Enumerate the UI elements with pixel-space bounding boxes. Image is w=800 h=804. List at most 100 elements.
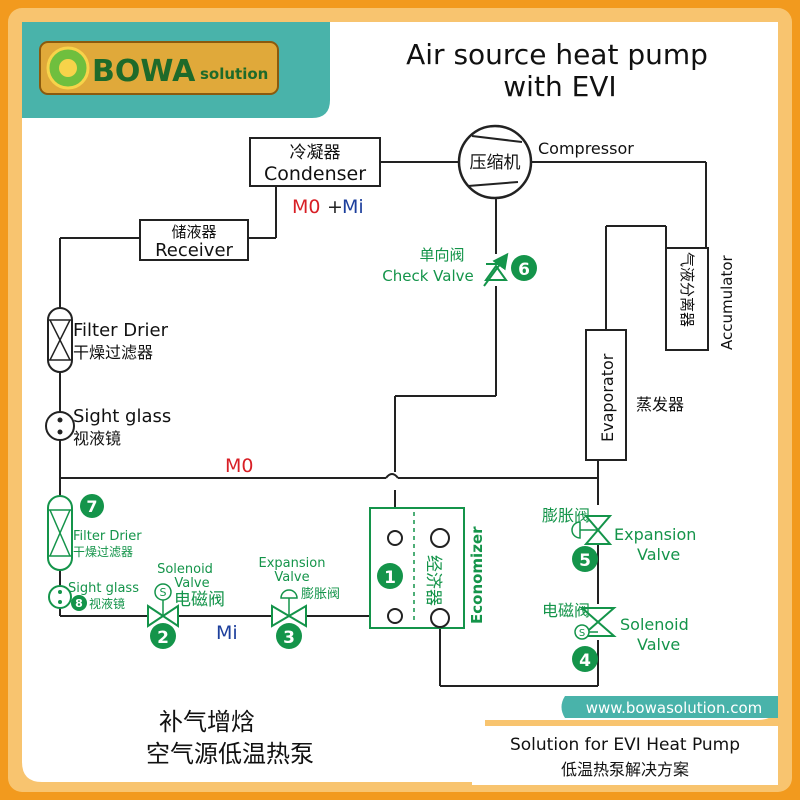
logo-text: BOWA bbox=[92, 54, 196, 89]
check-valve-icon bbox=[484, 264, 508, 281]
badge-8 bbox=[71, 595, 87, 611]
expansion-branch-valve-icon bbox=[271, 604, 307, 628]
solenoid-branch-cn: 电磁阀 bbox=[174, 590, 225, 610]
sight-glass-branch-dot-b bbox=[58, 600, 62, 604]
website-band bbox=[561, 696, 778, 718]
check-valve-cn: 单向阀 bbox=[419, 246, 464, 264]
accumulator-cn: 气液分离器 bbox=[678, 252, 696, 327]
evaporator-cn: 蒸发器 bbox=[636, 395, 684, 414]
solenoid-branch-en2: Valve bbox=[174, 576, 209, 591]
m0-plus-mi-mi: Mi bbox=[342, 196, 364, 218]
compressor-en: Compressor bbox=[538, 139, 634, 158]
badge-8-number: 8 bbox=[75, 597, 83, 610]
m0-plus-mi-plus: + bbox=[327, 196, 343, 218]
check-valve-en: Check Valve bbox=[382, 267, 473, 285]
economizer-port-bottom-left bbox=[387, 608, 403, 624]
solenoid-main-coil-letter: S bbox=[579, 628, 585, 639]
filter-drier-main-cn: 干燥过滤器 bbox=[73, 343, 153, 362]
website-url: www.bowasolution.com bbox=[586, 699, 763, 717]
title-line-2: with EVI bbox=[503, 70, 616, 103]
badge-7-number: 7 bbox=[86, 497, 97, 516]
economizer-cn: 经济器 bbox=[423, 555, 443, 606]
compressor-cn: 压缩机 bbox=[470, 153, 521, 173]
badge-2 bbox=[150, 623, 176, 649]
condenser-en: Condenser bbox=[264, 163, 366, 185]
filter-drier-main-en: Filter Drier bbox=[73, 320, 169, 341]
logo-emblem-core-icon bbox=[59, 59, 77, 77]
badge-4-number: 4 bbox=[579, 651, 591, 671]
compressor-circle bbox=[457, 124, 533, 200]
receiver-cn: 储液器 bbox=[171, 223, 216, 241]
solenoid-branch-valve-icon bbox=[147, 604, 179, 628]
filter-drier-branch-en: Filter Drier bbox=[73, 529, 142, 544]
m0-line-label: M0 bbox=[225, 455, 253, 477]
compressor-line-bottom bbox=[467, 181, 519, 187]
badge-6 bbox=[511, 255, 537, 281]
sight-glass-branch-icon bbox=[48, 585, 72, 609]
footer-cn-line-1: 补气增焓 bbox=[159, 708, 255, 736]
solenoid-main-cn: 电磁阀 bbox=[542, 601, 590, 620]
expansion-main-head-icon bbox=[571, 521, 581, 539]
logo-plate bbox=[39, 41, 279, 95]
sight-glass-main-dot-b bbox=[57, 429, 63, 435]
badge-4 bbox=[572, 646, 598, 672]
title-line-1: Air source heat pump bbox=[406, 38, 708, 71]
expansion-main-en2: Valve bbox=[637, 545, 680, 564]
badge-5-number: 5 bbox=[579, 551, 591, 571]
economizer-port-bottom-right bbox=[430, 608, 450, 628]
receiver-en: Receiver bbox=[155, 240, 233, 261]
expansion-main-en1: Expansion bbox=[614, 525, 696, 544]
badge-1 bbox=[377, 563, 403, 589]
filter-drier-branch-cross-b bbox=[49, 509, 71, 557]
expansion-branch-head-icon bbox=[280, 589, 298, 599]
evaporator-box bbox=[585, 329, 627, 461]
badge-7 bbox=[80, 494, 104, 518]
badge-3 bbox=[276, 623, 302, 649]
expansion-main-valve-icon bbox=[583, 515, 613, 545]
mi-line-label: Mi bbox=[216, 622, 238, 644]
badge-3-number: 3 bbox=[283, 628, 295, 648]
economizer-en: Economizer bbox=[468, 526, 486, 624]
m0-plus-mi-m0: M0 bbox=[292, 196, 320, 218]
economizer-port-top-right bbox=[430, 528, 450, 548]
logo-suffix: solution bbox=[200, 65, 268, 83]
sight-glass-main-cn: 视液镜 bbox=[73, 429, 121, 448]
expansion-main-cn: 膨胀阀 bbox=[542, 506, 590, 525]
filter-drier-main-cross-b bbox=[49, 319, 71, 361]
white-panel bbox=[22, 22, 778, 782]
compressor-line-top bbox=[471, 135, 523, 143]
condenser-box bbox=[249, 137, 381, 187]
solenoid-main-en2: Valve bbox=[637, 635, 680, 654]
accumulator-box bbox=[665, 247, 709, 351]
sight-glass-branch-en: Sight glass bbox=[68, 581, 139, 596]
expansion-branch-en2: Valve bbox=[274, 570, 309, 585]
receiver-box bbox=[139, 219, 249, 261]
evaporator-en: Evaporator bbox=[598, 353, 617, 442]
sight-glass-main-dot-a bbox=[57, 417, 63, 423]
expansion-branch-cn: 膨胀阀 bbox=[301, 587, 340, 602]
footer-cn-line-2: 空气源低温热泵 bbox=[146, 740, 314, 768]
solution-en: Solution for EVI Heat Pump bbox=[510, 735, 740, 755]
economizer-port-top-left bbox=[387, 530, 403, 546]
badge-2-number: 2 bbox=[157, 628, 169, 648]
expansion-branch-en1: Expansion bbox=[259, 556, 326, 571]
solenoid-branch-en1: Solenoid bbox=[157, 562, 213, 577]
sight-glass-branch-dot-a bbox=[58, 590, 62, 594]
solution-cn: 低温热泵解决方案 bbox=[561, 760, 689, 779]
solenoid-main-en1: Solenoid bbox=[620, 615, 689, 634]
badge-6-number: 6 bbox=[518, 260, 530, 280]
sight-glass-branch-cn: 视液镜 bbox=[89, 596, 125, 611]
sight-glass-main-icon bbox=[45, 411, 75, 441]
solution-panel bbox=[472, 726, 778, 785]
solenoid-main-valve-icon bbox=[579, 607, 617, 637]
sight-glass-main-en: Sight glass bbox=[73, 406, 171, 427]
filter-drier-branch-cn: 干燥过滤器 bbox=[73, 545, 133, 559]
accumulator-en: Accumulator bbox=[718, 254, 736, 350]
badge-1-number: 1 bbox=[384, 568, 396, 588]
condenser-cn: 冷凝器 bbox=[290, 143, 341, 163]
solenoid-branch-coil-letter: S bbox=[160, 586, 167, 599]
badge-5 bbox=[572, 546, 598, 572]
check-valve-arrow-icon bbox=[483, 252, 509, 287]
